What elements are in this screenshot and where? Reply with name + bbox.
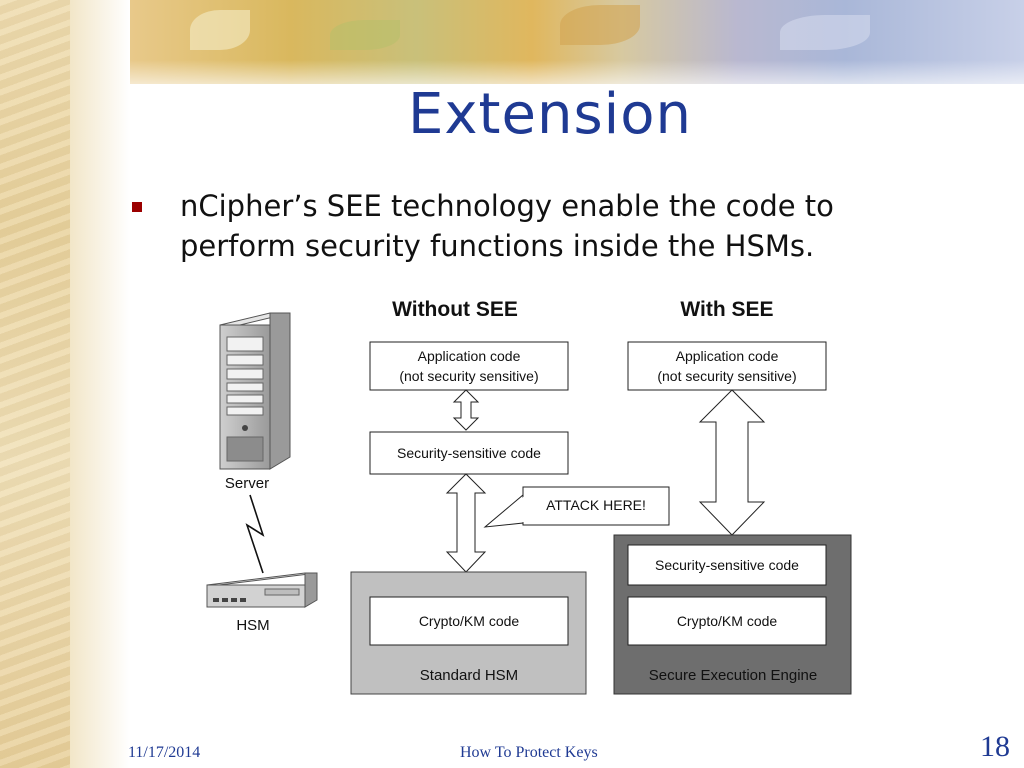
- slide-title: Extension: [408, 82, 692, 147]
- without-see-heading: Without SEE: [392, 298, 518, 321]
- with-app-box: [627, 341, 827, 391]
- standard-hsm-label: Standard HSM: [420, 667, 518, 684]
- with-crypto-label: Crypto/KM code: [677, 613, 778, 629]
- left-decorative-band: [0, 0, 70, 768]
- banner-fade: [130, 60, 1024, 100]
- without-crypto-box: [369, 596, 569, 646]
- leaf-decoration-4: [780, 15, 870, 50]
- bullet-text: nCipher’s SEE technology enable the code…: [180, 189, 834, 263]
- with-app-line1: Application code: [676, 348, 779, 364]
- server-hsm-connection: [245, 494, 265, 574]
- with-see-heading: With SEE: [680, 298, 773, 321]
- attack-label: ATTACK HERE!: [546, 497, 646, 513]
- without-app-box: [369, 341, 569, 391]
- without-security-box: [369, 431, 569, 475]
- without-security-label: Security-sensitive code: [397, 445, 541, 461]
- server-label: Server: [225, 475, 269, 492]
- leaf-decoration-3: [560, 5, 640, 45]
- bullet-square-icon: [132, 202, 142, 212]
- hsm-device-icon: [206, 572, 318, 608]
- footer-date: 11/17/2014: [128, 744, 201, 761]
- without-medium-double-arrow: [445, 473, 487, 573]
- with-large-double-arrow: [698, 389, 766, 536]
- server-icon: [219, 312, 291, 470]
- with-app-line2: (not security sensitive): [657, 368, 796, 384]
- with-crypto-box: [627, 596, 827, 646]
- attack-callout-box: [522, 486, 670, 526]
- left-band-fade: [70, 0, 130, 768]
- hsm-label: HSM: [236, 617, 269, 634]
- see-diagram: Server HSM Without SEE With SEE Applicat…: [206, 298, 852, 695]
- see-label: Secure Execution Engine: [649, 667, 817, 684]
- page-number: 18: [980, 730, 1010, 763]
- without-app-line1: Application code: [418, 348, 521, 364]
- footer-title: How To Protect Keys: [460, 744, 598, 761]
- without-crypto-label: Crypto/KM code: [419, 613, 520, 629]
- leaf-decoration-1: [190, 10, 250, 50]
- without-small-double-arrow: [452, 389, 480, 431]
- with-security-box: [627, 544, 827, 586]
- without-app-line2: (not security sensitive): [399, 368, 538, 384]
- leaf-decoration-2: [330, 20, 400, 50]
- attack-callout-pointer-mask: [501, 496, 524, 524]
- with-security-label: Security-sensitive code: [655, 557, 799, 573]
